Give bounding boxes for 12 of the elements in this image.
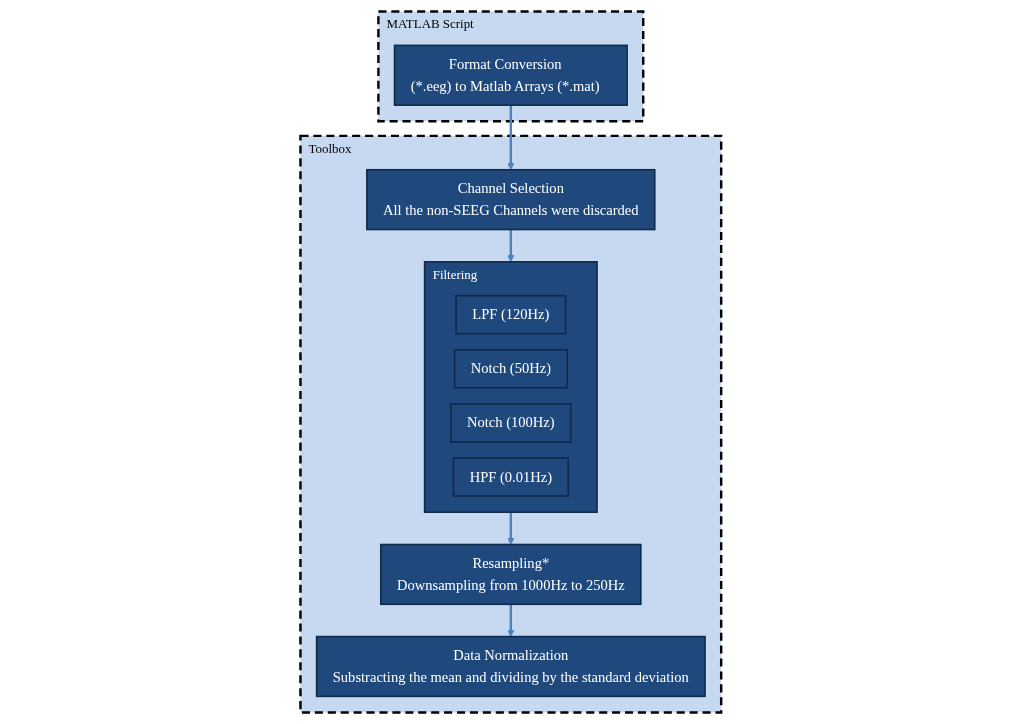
arrow — [506, 512, 515, 545]
node-box: Notch (100Hz) — [449, 403, 572, 443]
node-box: Format Conversion (*.eeg) to Matlab Arrays (*.mat) — [393, 44, 628, 106]
node-box: Notch (50Hz) — [453, 349, 568, 389]
node-box: Channel Selection All the non-SEEG Channels were discarded — [365, 168, 656, 231]
node-box: HPF (0.01Hz) — [452, 457, 569, 497]
arrow — [506, 229, 515, 263]
node-box: LPF (120Hz) — [454, 294, 566, 335]
node-box: Resampling* Downsampling from 1000Hz to 250Hz — [379, 543, 642, 606]
node-box: Data Normalization Substracting the mean and dividing by the standard deviation — [315, 635, 706, 698]
arrow — [506, 105, 515, 171]
arrow — [506, 604, 515, 637]
